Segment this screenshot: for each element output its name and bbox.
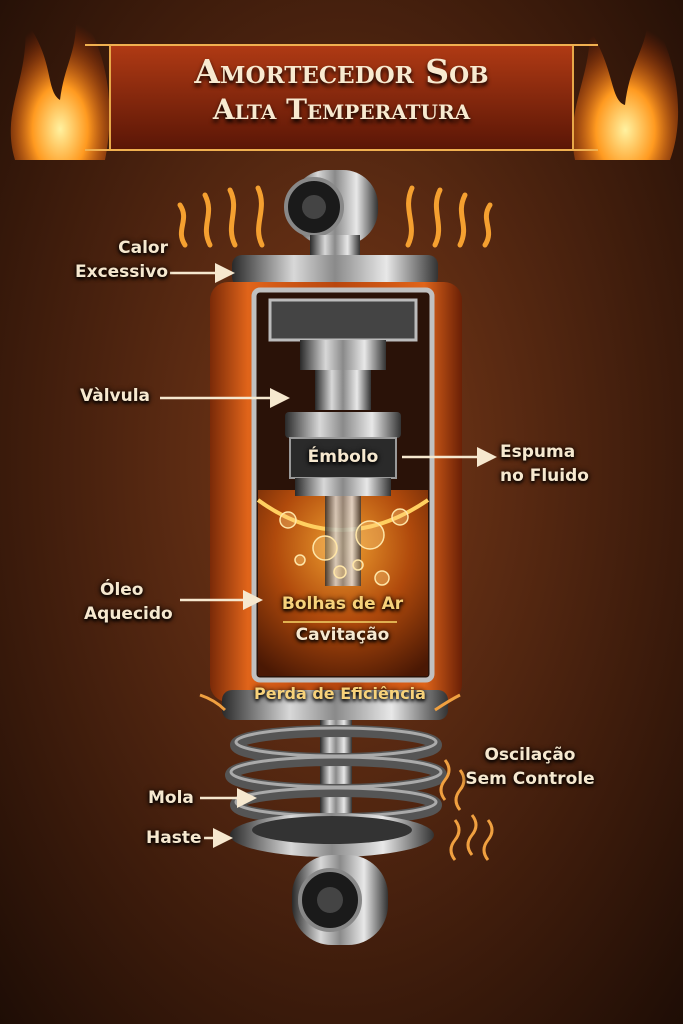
top-mount-eye [284,170,378,260]
label-mola: Mola [148,788,194,808]
heat-arrows-icon [177,185,493,248]
oscilacao-line2: Sem Controle [465,769,595,789]
label-embolo: Émbolo [307,447,379,467]
piston [285,412,401,586]
label-valvula: Vàlvula [80,386,151,406]
calor-line1: Calor [118,238,168,258]
oleo-line2: Aquecido [84,604,173,624]
oscilacao-line1: Oscilação [484,745,576,765]
flame-icon-left [10,5,110,160]
label-oscilacao-sem-controle: Oscilação Sem Controle [465,743,595,791]
label-haste: Haste [146,828,202,848]
label-bolhas-de-ar: Bolhas de Ar [281,594,404,614]
air-bubbles [279,508,409,586]
title-banner [85,44,598,151]
valve-assembly [268,298,418,410]
label-espuma-no-fluido: Espuma no Fluido [500,440,589,488]
bottom-plate [230,813,434,857]
top-cap [232,255,438,287]
oleo-line1: Óleo [100,580,144,600]
espuma-line2: no Fluido [500,466,589,486]
calor-line2: Excessivo [74,262,168,282]
flame-icon-right [572,10,679,160]
bottom-collar [222,690,448,720]
oscillation-waves-icon [199,693,494,861]
espuma-line1: Espuma [500,442,576,462]
bottom-mount-eye [292,855,388,945]
label-cavitacao: Cavitação [295,625,390,645]
label-perda-de-eficiencia: Perda de Eficiência [254,684,426,703]
page-title: Amortecedor Sob Alta Temperatura [110,52,573,128]
label-calor-excessivo: Calor Excessivo [40,236,168,284]
label-oleo-aquecido: Óleo Aquecido [84,578,173,626]
title-line1: Amortecedor Sob [194,52,489,91]
title-line2: Alta Temperatura [212,93,471,126]
